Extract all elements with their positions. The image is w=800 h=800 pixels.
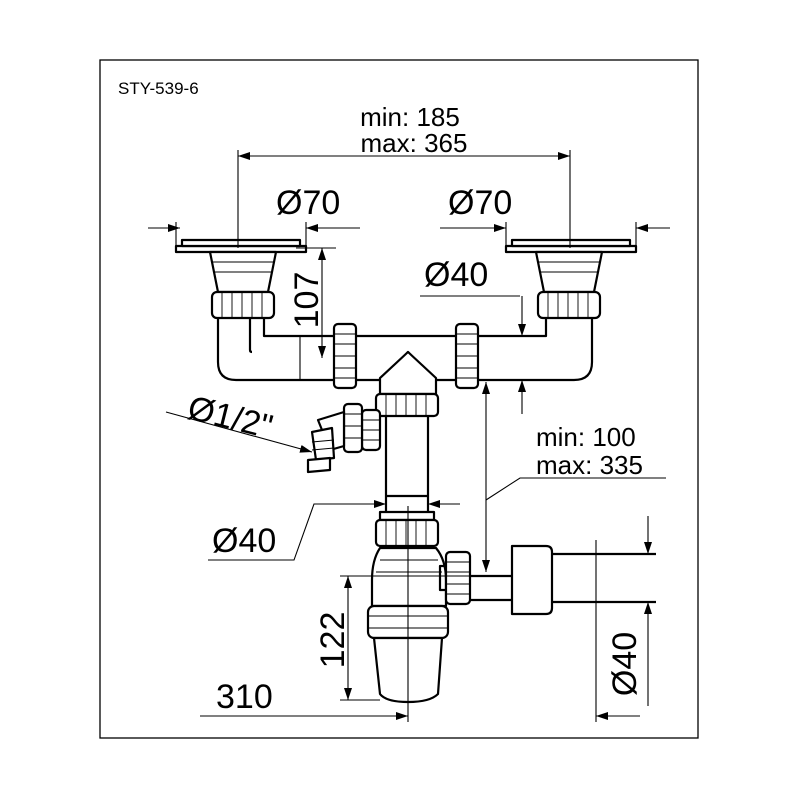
- right-elbow-pipe: [478, 318, 594, 382]
- drop-min-label: min: 100: [536, 422, 636, 452]
- right-tee-nut: [454, 322, 480, 390]
- right-strainer-dimension: [440, 222, 670, 250]
- trap-outlet-nut: [438, 550, 472, 606]
- vertical-pipe: [374, 392, 440, 548]
- total-width-dimension: [200, 506, 640, 722]
- span-min-label: min: 185: [360, 102, 460, 132]
- total-width-label: 310: [216, 678, 273, 716]
- drop-dimension: [482, 382, 666, 572]
- inlet-height-dimension: [296, 247, 336, 358]
- right-strainer-diameter-label: Ø70: [448, 184, 512, 222]
- outlet-diameter-label: Ø40: [606, 632, 644, 696]
- vertical-pipe-dimension: [208, 500, 460, 561]
- vertical-pipe-diameter-label: Ø40: [212, 522, 276, 560]
- left-strainer-diameter-label: Ø70: [276, 184, 340, 222]
- tee-diameter-label: Ø40: [424, 256, 488, 294]
- left-strainer-dimension: [148, 222, 360, 250]
- drawing-frame: [99, 59, 699, 739]
- drop-max-label: max: 335: [536, 450, 643, 480]
- inlet-height-label: 107: [288, 272, 326, 329]
- right-sink-strainer: [504, 238, 638, 320]
- outlet-pipe: [470, 544, 656, 616]
- side-inlet-hose-connector: [306, 402, 382, 474]
- trap-height-dimension: [340, 575, 470, 701]
- side-inlet-leader: [165, 411, 313, 453]
- side-inlet-diameter-label: Ø1/2": [184, 389, 276, 447]
- span-max-label: max: 365: [361, 128, 468, 158]
- left-sink-strainer: [174, 238, 308, 320]
- span-dimension: [237, 150, 571, 248]
- tee-extension-lines: [296, 335, 334, 381]
- tee-diameter-dimension: [420, 295, 530, 414]
- tee-cone: [378, 350, 438, 396]
- model-code: STY-539-6: [118, 79, 199, 98]
- trap-height-label: 122: [314, 612, 352, 669]
- left-tee-nut: [332, 322, 358, 390]
